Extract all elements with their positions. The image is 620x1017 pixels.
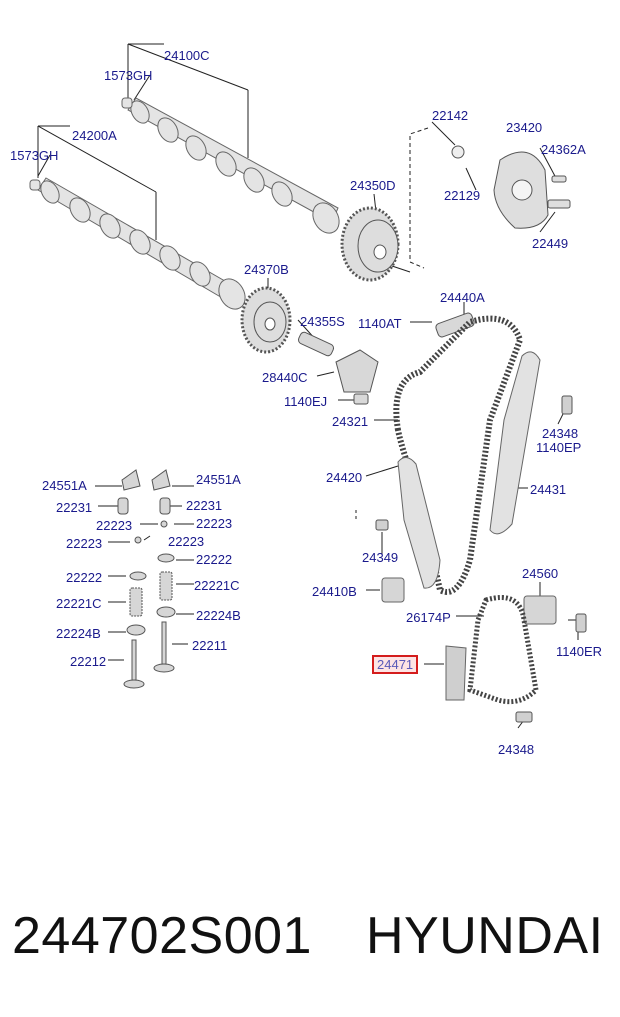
label-22449: 22449 xyxy=(532,236,569,251)
label-24321: 24321 xyxy=(332,414,369,429)
label-22223-b: 22223 xyxy=(196,516,233,531)
part-24410B xyxy=(381,577,405,603)
bolts xyxy=(375,395,587,723)
label-1573GH-lower: 1573GH xyxy=(10,148,59,163)
label-24348-upper: 24348 xyxy=(542,426,579,441)
label-24362A: 24362A xyxy=(541,142,586,157)
vvt-parts xyxy=(297,312,475,405)
cover-plate-23420 xyxy=(451,145,571,229)
label-22231-left: 22231 xyxy=(56,500,93,515)
label-1573GH-upper: 1573GH xyxy=(104,68,153,83)
parts-diagram-drawing xyxy=(29,43,587,729)
label-24350D: 24350D xyxy=(350,178,396,193)
part-24560 xyxy=(523,595,557,625)
label-24370B: 24370B xyxy=(244,262,289,277)
label-22142: 22142 xyxy=(432,108,469,123)
label-22223-c: 22223 xyxy=(66,536,103,551)
valvetrain xyxy=(117,469,176,689)
label-26174P: 26174P xyxy=(406,610,451,625)
label-24440A: 24440A xyxy=(440,290,485,305)
label-22224B-left: 22224B xyxy=(56,626,101,641)
label-24410B: 24410B xyxy=(312,584,357,599)
label-22223-a: 22223 xyxy=(96,518,133,533)
label-1140EJ: 1140EJ xyxy=(284,394,328,409)
label-24355S: 24355S xyxy=(300,314,345,329)
chain-guide-24431 xyxy=(489,351,541,535)
label-28440C: 28440C xyxy=(262,370,308,385)
label-22231-right: 22231 xyxy=(186,498,223,513)
camshaft-upper xyxy=(121,97,340,234)
oil-chain-26174P xyxy=(467,595,539,705)
label-24100C: 24100C xyxy=(164,48,210,63)
label-22224B-right: 22224B xyxy=(196,608,241,623)
label-1140EP: 1140EP xyxy=(536,440,582,455)
label-24551A-left: 24551A xyxy=(42,478,87,493)
label-24420: 24420 xyxy=(326,470,363,485)
label-22221C-left: 22221C xyxy=(56,596,102,611)
label-23420: 23420 xyxy=(506,120,543,135)
chain-guide-24420 xyxy=(397,457,441,589)
label-22221C-right: 22221C xyxy=(194,578,240,593)
label-24471-highlighted[interactable]: 24471 xyxy=(372,655,419,674)
cam-sprocket-24370B xyxy=(240,286,292,354)
label-24200A: 24200A xyxy=(72,128,117,143)
label-22222-right: 22222 xyxy=(196,552,233,567)
part-number: 244702S001 xyxy=(12,907,312,965)
label-24560: 24560 xyxy=(522,566,559,581)
label-24348-lower: 24348 xyxy=(498,742,535,757)
label-22211: 22211 xyxy=(192,638,228,653)
label-22129: 22129 xyxy=(444,188,481,203)
label-22223-d: 22223 xyxy=(168,534,205,549)
parts-diagram: 24100C 1573GH 24200A 1573GH 22142 23420 … xyxy=(10,43,603,757)
cam-sprocket-24350D xyxy=(340,206,400,282)
label-24431: 24431 xyxy=(530,482,567,497)
label-24349: 24349 xyxy=(362,550,399,565)
brand-name: HYUNDAI xyxy=(366,907,604,965)
label-22212: 22212 xyxy=(70,654,107,669)
label-1140AT: 1140AT xyxy=(358,316,402,331)
label-24551A-right: 24551A xyxy=(196,472,241,487)
label-1140ER: 1140ER xyxy=(556,644,603,659)
footer-caption: 244702S001 HYUNDAI xyxy=(0,900,620,980)
camshaft-lower xyxy=(29,177,246,310)
label-22222-left: 22222 xyxy=(66,570,103,585)
part-24471 xyxy=(445,645,467,701)
